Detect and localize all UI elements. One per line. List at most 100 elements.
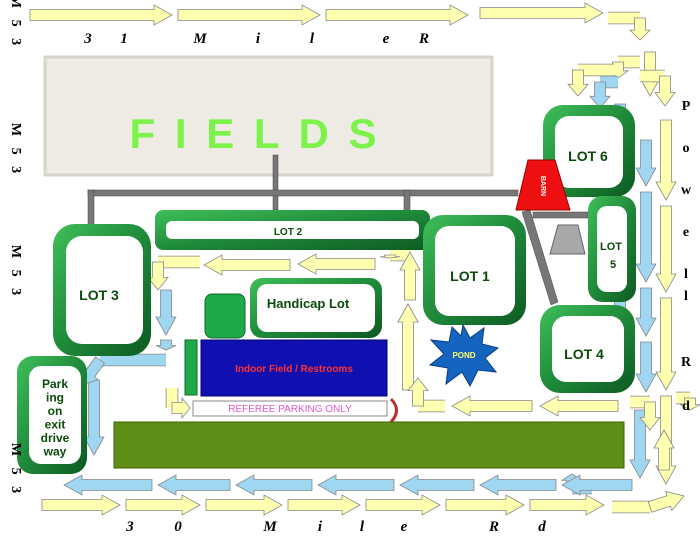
road-letter: w	[681, 183, 692, 198]
walkways	[87, 154, 589, 306]
arrow-turn	[679, 397, 700, 411]
handicap-label: Handicap Lot	[267, 296, 350, 311]
road-label-m53-text: M 5 3	[8, 123, 23, 177]
road-letter: e	[383, 31, 390, 47]
lot-6: LOT 6	[543, 105, 635, 197]
arrow-east	[325, 4, 469, 26]
lot-4: LOT 4	[540, 305, 635, 393]
exit-driveway-label: on	[48, 404, 63, 418]
pond: POND	[428, 323, 500, 388]
fields-area	[43, 55, 494, 177]
arrow-south-blue	[155, 289, 177, 336]
exit-driveway-label: ing	[46, 391, 64, 405]
lot-6-label: LOT 6	[568, 148, 608, 164]
arrow-west-blue	[561, 474, 633, 496]
arrow-north	[397, 303, 419, 391]
road-letter: i	[318, 519, 323, 535]
indoor-field-label: Indoor Field / Restrooms	[235, 364, 353, 375]
arrow-south	[655, 297, 677, 391]
arrow-turn	[639, 401, 661, 431]
lot-3-label: LOT 3	[79, 287, 119, 303]
arrow-turn-south	[629, 17, 651, 41]
arrow-west-blue	[399, 474, 475, 496]
road-letter: 0	[174, 519, 182, 535]
arrow-west-blue	[479, 474, 557, 496]
arrow-turn	[567, 69, 589, 97]
road-letter: o	[683, 141, 690, 156]
arrow-east	[479, 2, 604, 24]
arrow-east	[125, 494, 201, 516]
lot-2: LOT 2	[155, 210, 430, 250]
barn: BARN	[515, 159, 571, 211]
exit-driveway-label: way	[43, 445, 67, 459]
arrow-south-blue	[635, 341, 657, 393]
arrow-north	[653, 429, 675, 471]
lot-2-label: LOT 2	[274, 227, 303, 238]
grass-strip	[113, 421, 625, 469]
road-letter: M	[192, 31, 207, 47]
lot-1-label: LOT 1	[450, 268, 490, 284]
handicap-lot: Handicap Lot	[204, 278, 382, 339]
arrow-west-blue	[235, 474, 313, 496]
traffic-arrows	[29, 2, 700, 516]
arrow-south	[654, 75, 676, 107]
shed	[549, 224, 586, 255]
arrow-south-blue	[155, 339, 177, 351]
road-letter: e	[401, 519, 408, 535]
road-label-m53-text: M 5 3	[8, 245, 23, 299]
road-letter: l	[684, 289, 688, 304]
arrow-west-blue	[157, 474, 231, 496]
arrow-east	[365, 494, 441, 516]
road-letter: P	[682, 99, 691, 114]
referee-parking	[192, 400, 388, 417]
lot-4-label: LOT 4	[564, 346, 604, 362]
road-letter: l	[684, 267, 688, 282]
road-letter: d	[682, 399, 690, 414]
pond-label: POND	[452, 351, 475, 360]
arrow-west	[297, 253, 376, 275]
road-letter: 3	[125, 519, 134, 535]
road-label-m53-text: M 5 3	[8, 0, 23, 49]
arrow-east	[177, 4, 321, 26]
road-letter: R	[488, 519, 499, 535]
arrow-west	[203, 254, 291, 276]
arrow-west-blue	[317, 474, 395, 496]
lot-5-label-b: 5	[610, 259, 616, 271]
road-letter: l	[310, 31, 315, 47]
indoor-field	[200, 339, 388, 397]
arrow-east	[445, 494, 525, 516]
fields-label: F I E L D S	[130, 110, 381, 157]
arrow-south-blue	[635, 139, 657, 187]
arrow-west	[451, 395, 533, 417]
arrow-north	[399, 251, 421, 301]
lot-3: LOT 3	[53, 224, 151, 356]
arrow-east	[41, 494, 121, 516]
road-letter: M	[262, 519, 277, 535]
road-letter: i	[256, 31, 261, 47]
lot-5: LOT 5	[588, 196, 636, 302]
referee-parking-label: REFEREE PARKING ONLY	[228, 404, 352, 415]
arrow-south	[655, 205, 677, 293]
arrow-west	[539, 395, 619, 417]
arrow-west	[379, 254, 401, 259]
road-label-m53-text: M 5 3	[8, 443, 23, 497]
arrow-south-blue	[635, 287, 657, 337]
road-letter: 3	[83, 31, 92, 47]
arrow-east	[647, 490, 685, 513]
referee-curve	[389, 397, 398, 424]
road-letter: 1	[120, 31, 128, 47]
exit-driveway-label: drive	[41, 431, 70, 445]
road-letter: d	[538, 519, 546, 535]
arrow-turn-blue	[589, 81, 611, 109]
indoor-side-strip	[184, 339, 198, 396]
arrow-turn	[147, 261, 169, 291]
arrow-east	[29, 4, 173, 26]
exit-driveway-label: Park	[42, 377, 68, 391]
road-label-m53: M 5 3 M 5 3 M 5 3 M 5 3	[8, 0, 23, 497]
arrow-turn	[171, 396, 191, 420]
lot-1: LOT 1	[423, 215, 526, 325]
